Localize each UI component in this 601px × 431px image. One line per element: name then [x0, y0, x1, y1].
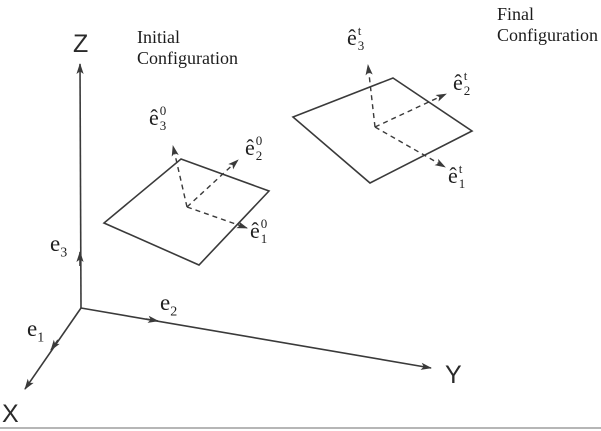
initial-e2-vector	[186, 159, 239, 208]
y-axis-line	[80, 307, 432, 370]
initial-e3-vector	[171, 145, 188, 208]
final-e3-vector	[365, 64, 376, 128]
final-e2-vector	[374, 93, 447, 128]
e2-label: e2	[160, 290, 178, 320]
z-axis-label: Z	[73, 30, 89, 58]
x-axis-label: X	[2, 400, 19, 428]
final-configuration-title: Final Configuration	[497, 4, 598, 45]
e1-arrowhead-icon	[50, 339, 60, 351]
final-e1-vector	[374, 126, 446, 168]
initial-configuration-title: Initial Configuration	[137, 27, 238, 68]
z-axis-line	[76, 63, 84, 309]
final-plane	[291, 77, 474, 184]
initial-e1-vector	[186, 206, 248, 229]
e3-label: e3	[50, 231, 68, 261]
y-axis-label: Y	[445, 361, 462, 389]
e1-label: e1	[27, 316, 45, 346]
initial-plane	[102, 158, 271, 266]
e2-arrowhead-icon	[145, 315, 159, 323]
